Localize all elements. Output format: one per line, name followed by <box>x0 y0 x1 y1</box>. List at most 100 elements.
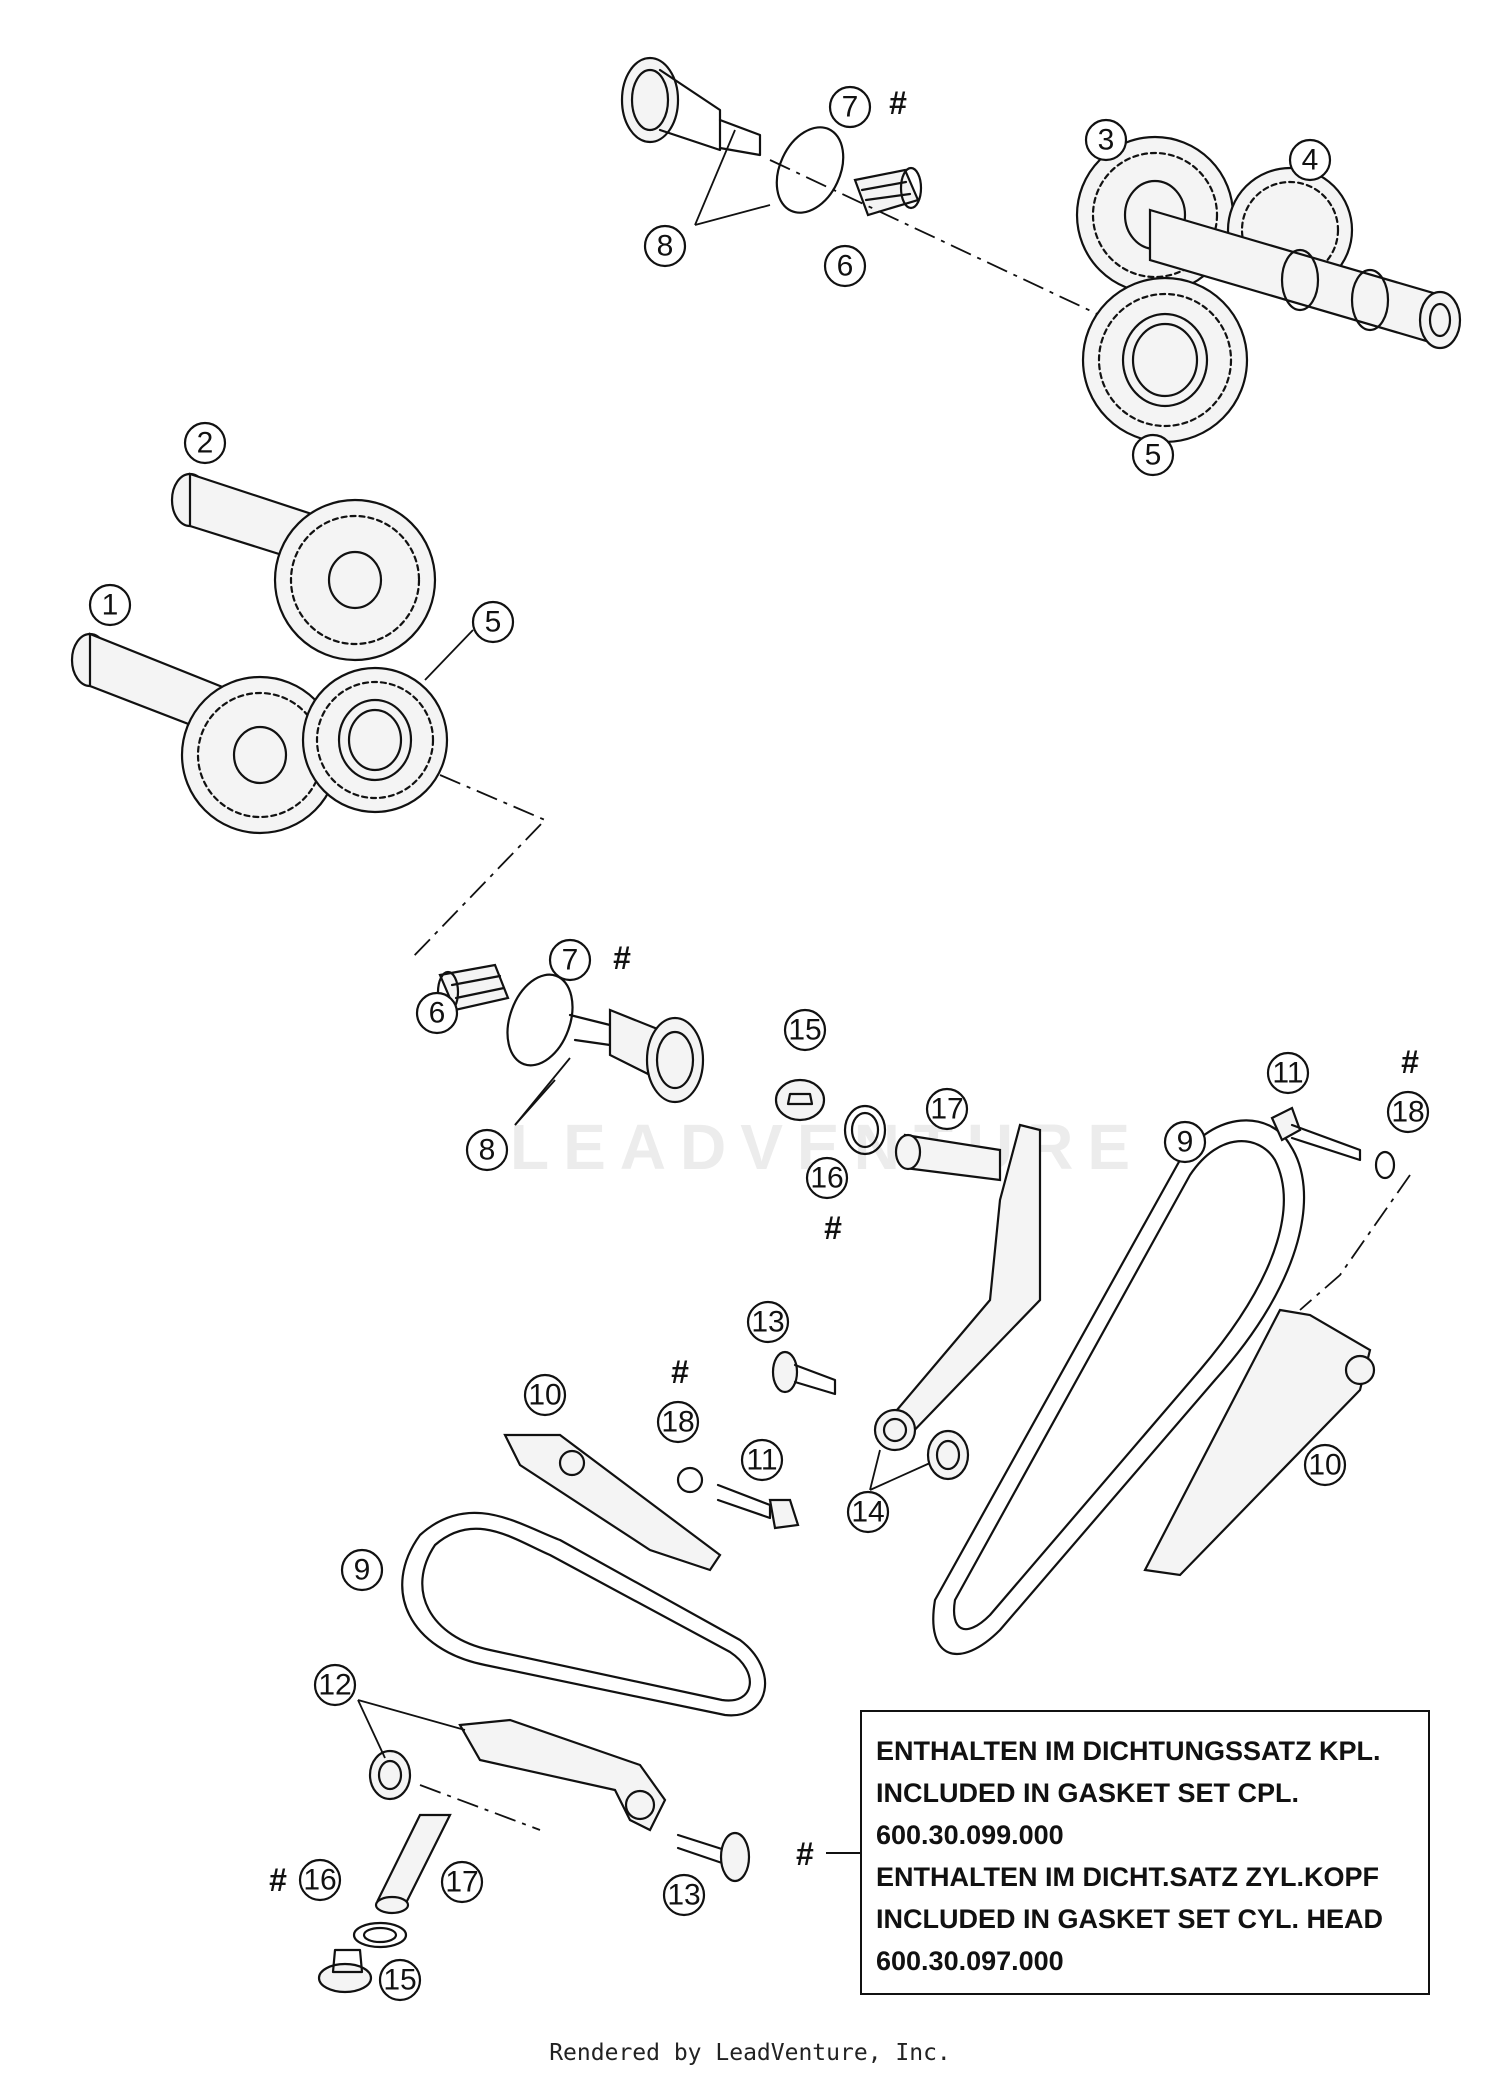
svg-text:17: 17 <box>930 1093 963 1126</box>
svg-text:1: 1 <box>102 589 119 622</box>
shaft-upper <box>620 56 762 157</box>
tensioner-piston-upper <box>894 1133 1002 1182</box>
svg-text:9: 9 <box>354 1554 371 1587</box>
svg-text:15: 15 <box>383 1964 416 1997</box>
note-line-4: ENTHALTEN IM DICHT.SATZ ZYL.KOPF <box>876 1862 1379 1892</box>
svg-text:6: 6 <box>837 250 854 283</box>
svg-text:18: 18 <box>661 1406 694 1439</box>
callout-4: 4 <box>1288 138 1332 182</box>
screw-11-right <box>1270 1106 1362 1162</box>
svg-text:3: 3 <box>1098 124 1115 157</box>
callout-2: 2 <box>183 421 227 465</box>
callout-14: 14 <box>846 1490 890 1534</box>
svg-text:16: 16 <box>810 1162 843 1195</box>
svg-text:8: 8 <box>657 230 674 263</box>
idler-gear-5-upper <box>1081 276 1249 444</box>
o-ring-upper <box>775 126 845 214</box>
svg-text:18: 18 <box>1391 1096 1424 1129</box>
washer-18-right <box>1374 1150 1396 1180</box>
callout-6-middle: 6 <box>415 991 459 1035</box>
timing-chain-left <box>401 1511 767 1717</box>
svg-text:12: 12 <box>318 1669 351 1702</box>
svg-text:14: 14 <box>851 1496 884 1529</box>
collar-screw-13-lower <box>676 1831 751 1883</box>
hash-mark-7-middle: # <box>613 940 631 976</box>
hash-mark-18-right: # <box>1401 1044 1419 1080</box>
callout-13-upper: 13 <box>746 1300 790 1344</box>
o-ring-middle <box>506 973 574 1067</box>
svg-text:10: 10 <box>1308 1449 1341 1482</box>
callout-17-upper: 17 <box>925 1087 969 1131</box>
tensioner-rail-12-lower <box>458 1718 667 1832</box>
svg-text:17: 17 <box>445 1866 478 1899</box>
footer-credit: Rendered by LeadVenture, Inc. <box>549 2040 951 2066</box>
svg-text:11: 11 <box>746 1444 777 1477</box>
svg-text:13: 13 <box>667 1879 700 1912</box>
hash-mark-7-top: # <box>889 85 907 121</box>
collar-screw-13-upper <box>771 1350 837 1396</box>
svg-text:15: 15 <box>788 1014 821 1047</box>
plug-screw-lower <box>317 1948 373 1994</box>
seal-ring-lower <box>352 1921 408 1949</box>
svg-text:7: 7 <box>562 944 579 977</box>
camshaft-body-3-4 <box>1148 208 1462 350</box>
svg-text:10: 10 <box>528 1379 561 1412</box>
callout-16-upper: 16 <box>805 1156 849 1200</box>
note-line-2: INCLUDED IN GASKET SET CPL. <box>876 1778 1300 1808</box>
callout-15-upper: 15 <box>783 1008 827 1052</box>
note-leader-line <box>826 1852 860 1854</box>
callout-1: 1 <box>88 583 132 627</box>
svg-text:5: 5 <box>485 606 502 639</box>
note-hash-mark: # <box>796 1836 814 1872</box>
note-line-6: 600.30.097.000 <box>876 1946 1064 1976</box>
callout-7-top: 7 <box>828 85 872 129</box>
note-line-1: ENTHALTEN IM DICHTUNGSSATZ KPL. <box>876 1736 1381 1766</box>
gasket-set-note: ENTHALTEN IM DICHTUNGSSATZ KPL. INCLUDED… <box>860 1710 1430 1995</box>
svg-text:4: 4 <box>1302 144 1319 177</box>
svg-text:11: 11 <box>1272 1057 1303 1090</box>
callout-17-lower: 17 <box>440 1860 484 1904</box>
bushing-12 <box>368 1749 412 1801</box>
seal-ring-upper <box>843 1104 887 1156</box>
callout-7-middle: 7 <box>548 938 592 982</box>
svg-text:2: 2 <box>197 427 214 460</box>
svg-text:6: 6 <box>429 997 446 1030</box>
callout-18-right: 18 <box>1386 1090 1430 1134</box>
screw-11-left <box>716 1483 800 1530</box>
callout-3: 3 <box>1084 118 1128 162</box>
callout-11-left: 11 <box>740 1438 784 1482</box>
callout-5-top: 5 <box>1131 433 1175 477</box>
callout-10-left: 10 <box>523 1373 567 1417</box>
callout-9-left: 9 <box>340 1548 384 1592</box>
idler-gear-5-left <box>301 666 449 814</box>
callout-8-middle: 8 <box>465 1128 509 1172</box>
svg-text:7: 7 <box>842 91 859 124</box>
washer-18-left <box>676 1466 704 1494</box>
callout-15-lower: 15 <box>378 1958 422 2002</box>
svg-text:8: 8 <box>479 1134 496 1167</box>
callout-6-top: 6 <box>823 244 867 288</box>
timing-chain-right <box>932 1119 1306 1656</box>
guide-rail-10-left <box>503 1433 722 1572</box>
note-line-5: INCLUDED IN GASKET SET CYL. HEAD <box>876 1904 1384 1934</box>
tensioner-rail-14 <box>873 1123 1042 1452</box>
callout-5-left: 5 <box>471 600 515 644</box>
camshaft-2 <box>170 472 437 662</box>
callout-16-lower: 16 <box>298 1858 342 1902</box>
callout-18-left: 18 <box>656 1400 700 1444</box>
shaft-middle <box>568 1008 705 1104</box>
bushing-14 <box>926 1429 970 1481</box>
svg-text:13: 13 <box>751 1306 784 1339</box>
callout-13-lower: 13 <box>662 1873 706 1917</box>
callout-12: 12 <box>313 1663 357 1707</box>
camshaft-1 <box>70 632 340 835</box>
callout-10-right: 10 <box>1303 1443 1347 1487</box>
note-line-3: 600.30.099.000 <box>876 1820 1064 1850</box>
plug-screw-upper <box>774 1078 826 1122</box>
hash-mark-18-left: # <box>671 1354 689 1390</box>
tensioner-piston-lower <box>374 1813 452 1915</box>
needle-bearing-upper <box>853 166 923 217</box>
hash-mark-16-upper: # <box>824 1210 842 1246</box>
hash-mark-16-lower: # <box>269 1862 287 1898</box>
